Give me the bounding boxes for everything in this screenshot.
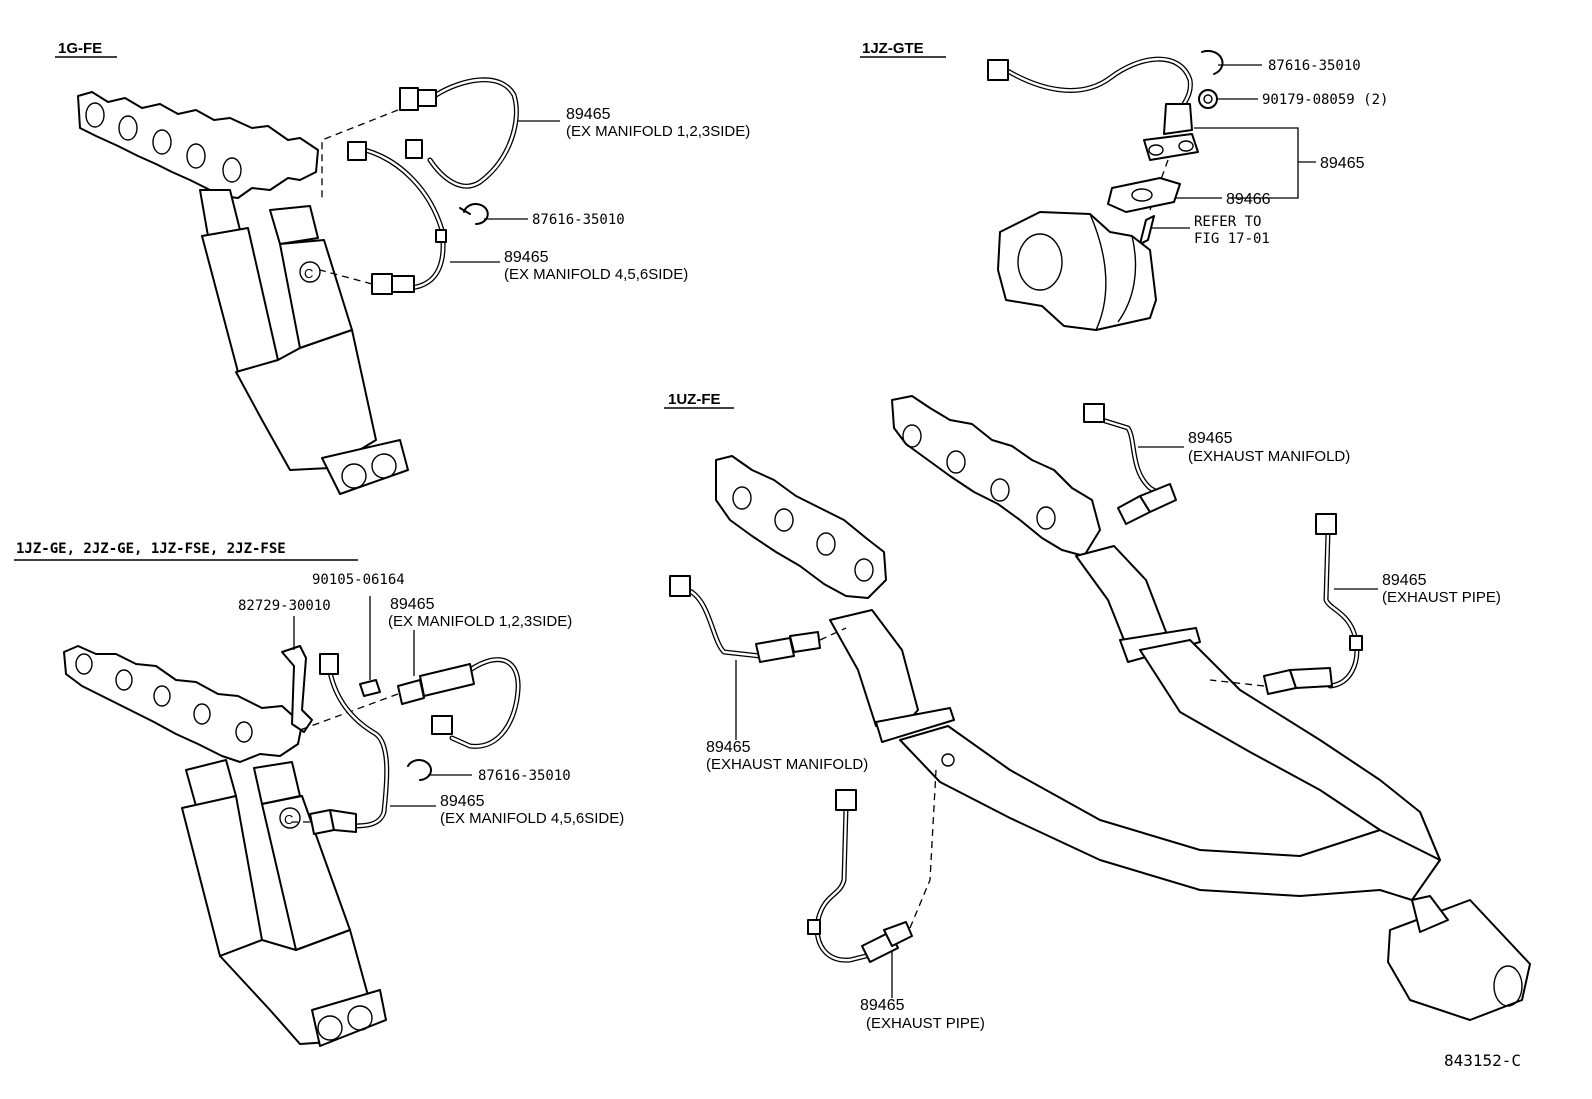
exhaust-manifold-1g-fe: C xyxy=(77,91,409,495)
group-1uz-fe: 1UZ-FE xyxy=(664,391,1531,1032)
leader-bracket xyxy=(1194,127,1299,199)
part-number: 89465 xyxy=(440,793,485,810)
clip-1g-fe xyxy=(459,203,489,225)
part-number: 89465 xyxy=(706,739,751,756)
o2-sensor-1g-fe-456side xyxy=(319,141,447,295)
part-number: 82729-30010 xyxy=(238,598,331,614)
part-number: 90179-08059 (2) xyxy=(1262,92,1388,108)
group-1g-fe: 1G-FE C xyxy=(55,40,750,495)
exhaust-manifold-1jz-ge: C xyxy=(63,645,387,1047)
bracket-1jz-ge xyxy=(281,616,313,733)
catalyst-mark: C xyxy=(284,812,293,827)
part-number: 87616-35010 xyxy=(1268,58,1361,74)
part-number: 89466 xyxy=(1226,191,1271,208)
bolt-1jz-ge xyxy=(359,596,381,697)
figure-id: 843152-C xyxy=(1444,1051,1521,1070)
o2-sensor-1uz-fe-manifold-right xyxy=(1083,403,1177,525)
section-title-1g-fe: 1G-FE xyxy=(58,40,102,57)
part-number: 89465 xyxy=(860,997,905,1014)
group-1jz-gte: 1JZ-GTE xyxy=(860,40,1388,331)
o2-sensor-1jz-ge-123side xyxy=(299,630,521,749)
part-location: (EXHAUST MANIFOLD) xyxy=(706,756,868,773)
section-title-1jz-ge: 1JZ-GE, 2JZ-GE, 1JZ-FSE, 2JZ-FSE xyxy=(16,541,286,557)
part-location: (EX MANIFOLD 1,2,3SIDE) xyxy=(388,613,572,630)
turbo-outlet-elbow xyxy=(997,211,1157,331)
part-number: 89465 xyxy=(1382,572,1427,589)
part-location: (EX MANIFOLD 4,5,6SIDE) xyxy=(440,810,624,827)
part-location: (EXHAUST PIPE) xyxy=(1382,589,1501,606)
part-number: 89465 xyxy=(1320,155,1365,172)
part-location: (EXHAUST MANIFOLD) xyxy=(1188,448,1350,465)
o2-sensor-1uz-fe-pipe-left xyxy=(807,769,937,963)
o2-sensor-1uz-fe-manifold-left xyxy=(669,575,847,663)
group-1jz-ge: 1JZ-GE, 2JZ-GE, 1JZ-FSE, 2JZ-FSE C xyxy=(14,541,624,1047)
nut-1jz-gte xyxy=(1198,89,1218,109)
y-pipe-and-muffler xyxy=(899,639,1531,1021)
section-title-1uz-fe: 1UZ-FE xyxy=(668,391,721,408)
part-location: (EXHAUST PIPE) xyxy=(866,1015,985,1032)
part-number: 87616-35010 xyxy=(478,768,571,784)
part-number: 89465 xyxy=(504,249,549,266)
part-location: (EX MANIFOLD 4,5,6SIDE) xyxy=(504,266,688,283)
gasket-1jz-gte xyxy=(1107,177,1181,213)
catalyst-mark: C xyxy=(304,266,313,281)
reference-note: FIG 17-01 xyxy=(1194,231,1270,247)
part-number: 90105-06164 xyxy=(312,572,405,588)
part-number: 87616-35010 xyxy=(532,212,625,228)
part-number: 89465 xyxy=(566,106,611,123)
reference-note: REFER TO xyxy=(1194,214,1261,230)
stud-1jz-gte xyxy=(1139,215,1155,245)
clip-1jz-ge xyxy=(407,759,432,781)
o2-sensor-1uz-fe-pipe-right xyxy=(1209,513,1363,695)
o2-sensor-1g-fe-123side xyxy=(321,77,519,200)
part-location: (EX MANIFOLD 1,2,3SIDE) xyxy=(566,123,750,140)
o2-sensor-1jz-ge-456side xyxy=(292,653,390,835)
section-title-1jz-gte: 1JZ-GTE xyxy=(862,40,924,57)
part-number: 89465 xyxy=(390,596,435,613)
clip-1jz-gte xyxy=(1201,49,1224,75)
part-number: 89465 xyxy=(1188,430,1233,447)
exhaust-manifold-right-1uz-fe xyxy=(891,395,1201,663)
exhaust-manifold-left-1uz-fe xyxy=(715,455,955,743)
